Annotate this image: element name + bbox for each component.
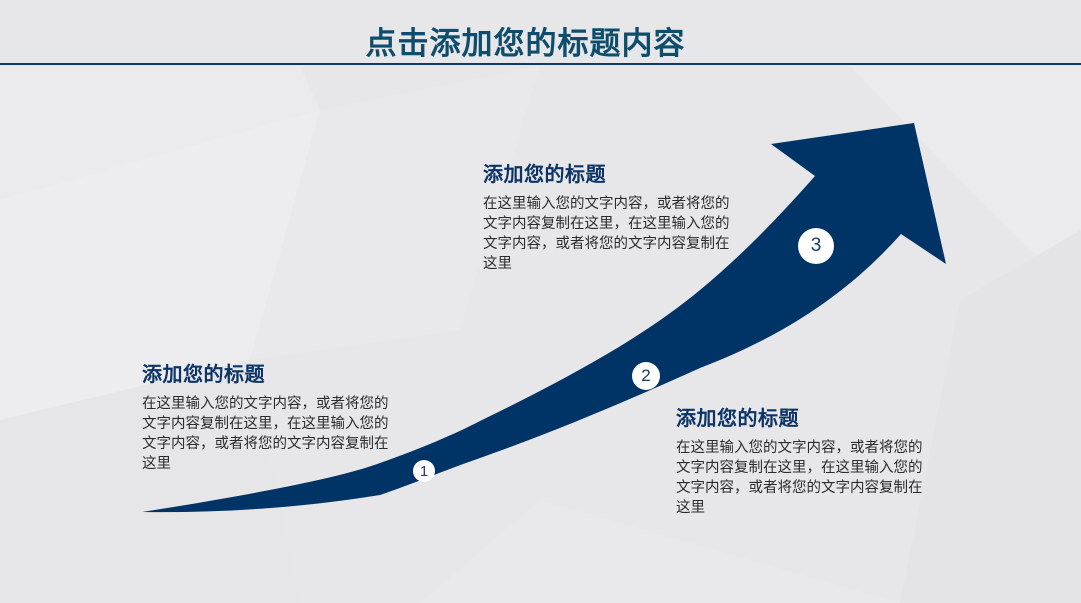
step-body: 在这里输入您的文字内容，或者将您的文字内容复制在这里，在这里输入您的文字内容，或… bbox=[142, 396, 389, 472]
title-underline bbox=[0, 63, 1081, 65]
step-number: 3 bbox=[810, 235, 822, 256]
step-badge-3: 3 bbox=[798, 228, 834, 264]
step-body: 在这里输入您的文字内容，或者将您的文字内容复制在这里，在这里输入您的文字内容，或… bbox=[676, 440, 923, 516]
step-badge-1: 1 bbox=[413, 460, 435, 482]
step-number: 2 bbox=[641, 366, 651, 385]
step-heading: 添加您的标题 bbox=[676, 406, 799, 430]
slide-title: 点击添加您的标题内容 bbox=[365, 26, 686, 62]
step-badge-2: 2 bbox=[632, 362, 660, 390]
step-heading: 添加您的标题 bbox=[483, 162, 606, 186]
step-3-text-block: 添加您的标题 在这里输入您的文字内容，或者将您的文字内容复制在这里，在这里输入您… bbox=[483, 158, 733, 274]
step-body: 在这里输入您的文字内容，或者将您的文字内容复制在这里，在这里输入您的文字内容，或… bbox=[483, 196, 730, 272]
step-heading: 添加您的标题 bbox=[142, 362, 265, 386]
step-number: 1 bbox=[419, 462, 429, 480]
step-2-text-block: 添加您的标题 在这里输入您的文字内容，或者将您的文字内容复制在这里，在这里输入您… bbox=[676, 402, 926, 518]
step-1-text-block: 添加您的标题 在这里输入您的文字内容，或者将您的文字内容复制在这里，在这里输入您… bbox=[142, 358, 392, 474]
